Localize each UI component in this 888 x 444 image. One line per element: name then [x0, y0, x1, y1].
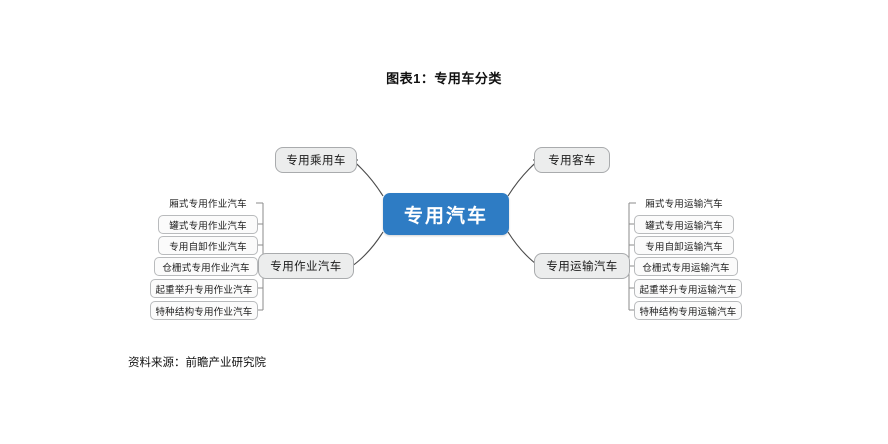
leaf-operation-4[interactable]: 仓栅式专用作业汽车 [154, 257, 258, 276]
figure-title: 图表1：专用车分类 [386, 71, 502, 86]
leaf-transport-6[interactable]: 特种结构专用运输汽车 [634, 301, 742, 320]
leaf-transport-4[interactable]: 仓栅式专用运输汽车 [634, 257, 738, 276]
source-caption: 资料来源：前瞻产业研究院 [128, 357, 266, 369]
leaf-operation-2[interactable]: 罐式专用作业汽车 [158, 215, 258, 234]
leaf-operation-1[interactable]: 厢式专用作业汽车 [169, 199, 247, 210]
leaf-operation-5[interactable]: 起重举升专用作业汽车 [150, 279, 258, 298]
leaf-operation-6[interactable]: 特种结构专用作业汽车 [150, 301, 258, 320]
root-node-special-vehicle[interactable]: 专用汽车 [383, 193, 509, 235]
branch-node-transport[interactable]: 专用运输汽车 [534, 253, 630, 279]
branch-node-operation[interactable]: 专用作业汽车 [258, 253, 354, 279]
leaf-transport-3[interactable]: 专用自卸运输汽车 [634, 236, 734, 255]
connector-root-to-operation [351, 231, 384, 267]
branch-node-passenger[interactable]: 专用乘用车 [275, 147, 357, 173]
leaf-transport-1[interactable]: 厢式专用运输汽车 [645, 199, 723, 210]
branch-node-bus[interactable]: 专用客车 [534, 147, 610, 173]
leaf-operation-3[interactable]: 专用自卸作业汽车 [158, 236, 258, 255]
leaf-transport-2[interactable]: 罐式专用运输汽车 [634, 215, 734, 234]
leaf-transport-5[interactable]: 起重举升专用运输汽车 [634, 279, 742, 298]
